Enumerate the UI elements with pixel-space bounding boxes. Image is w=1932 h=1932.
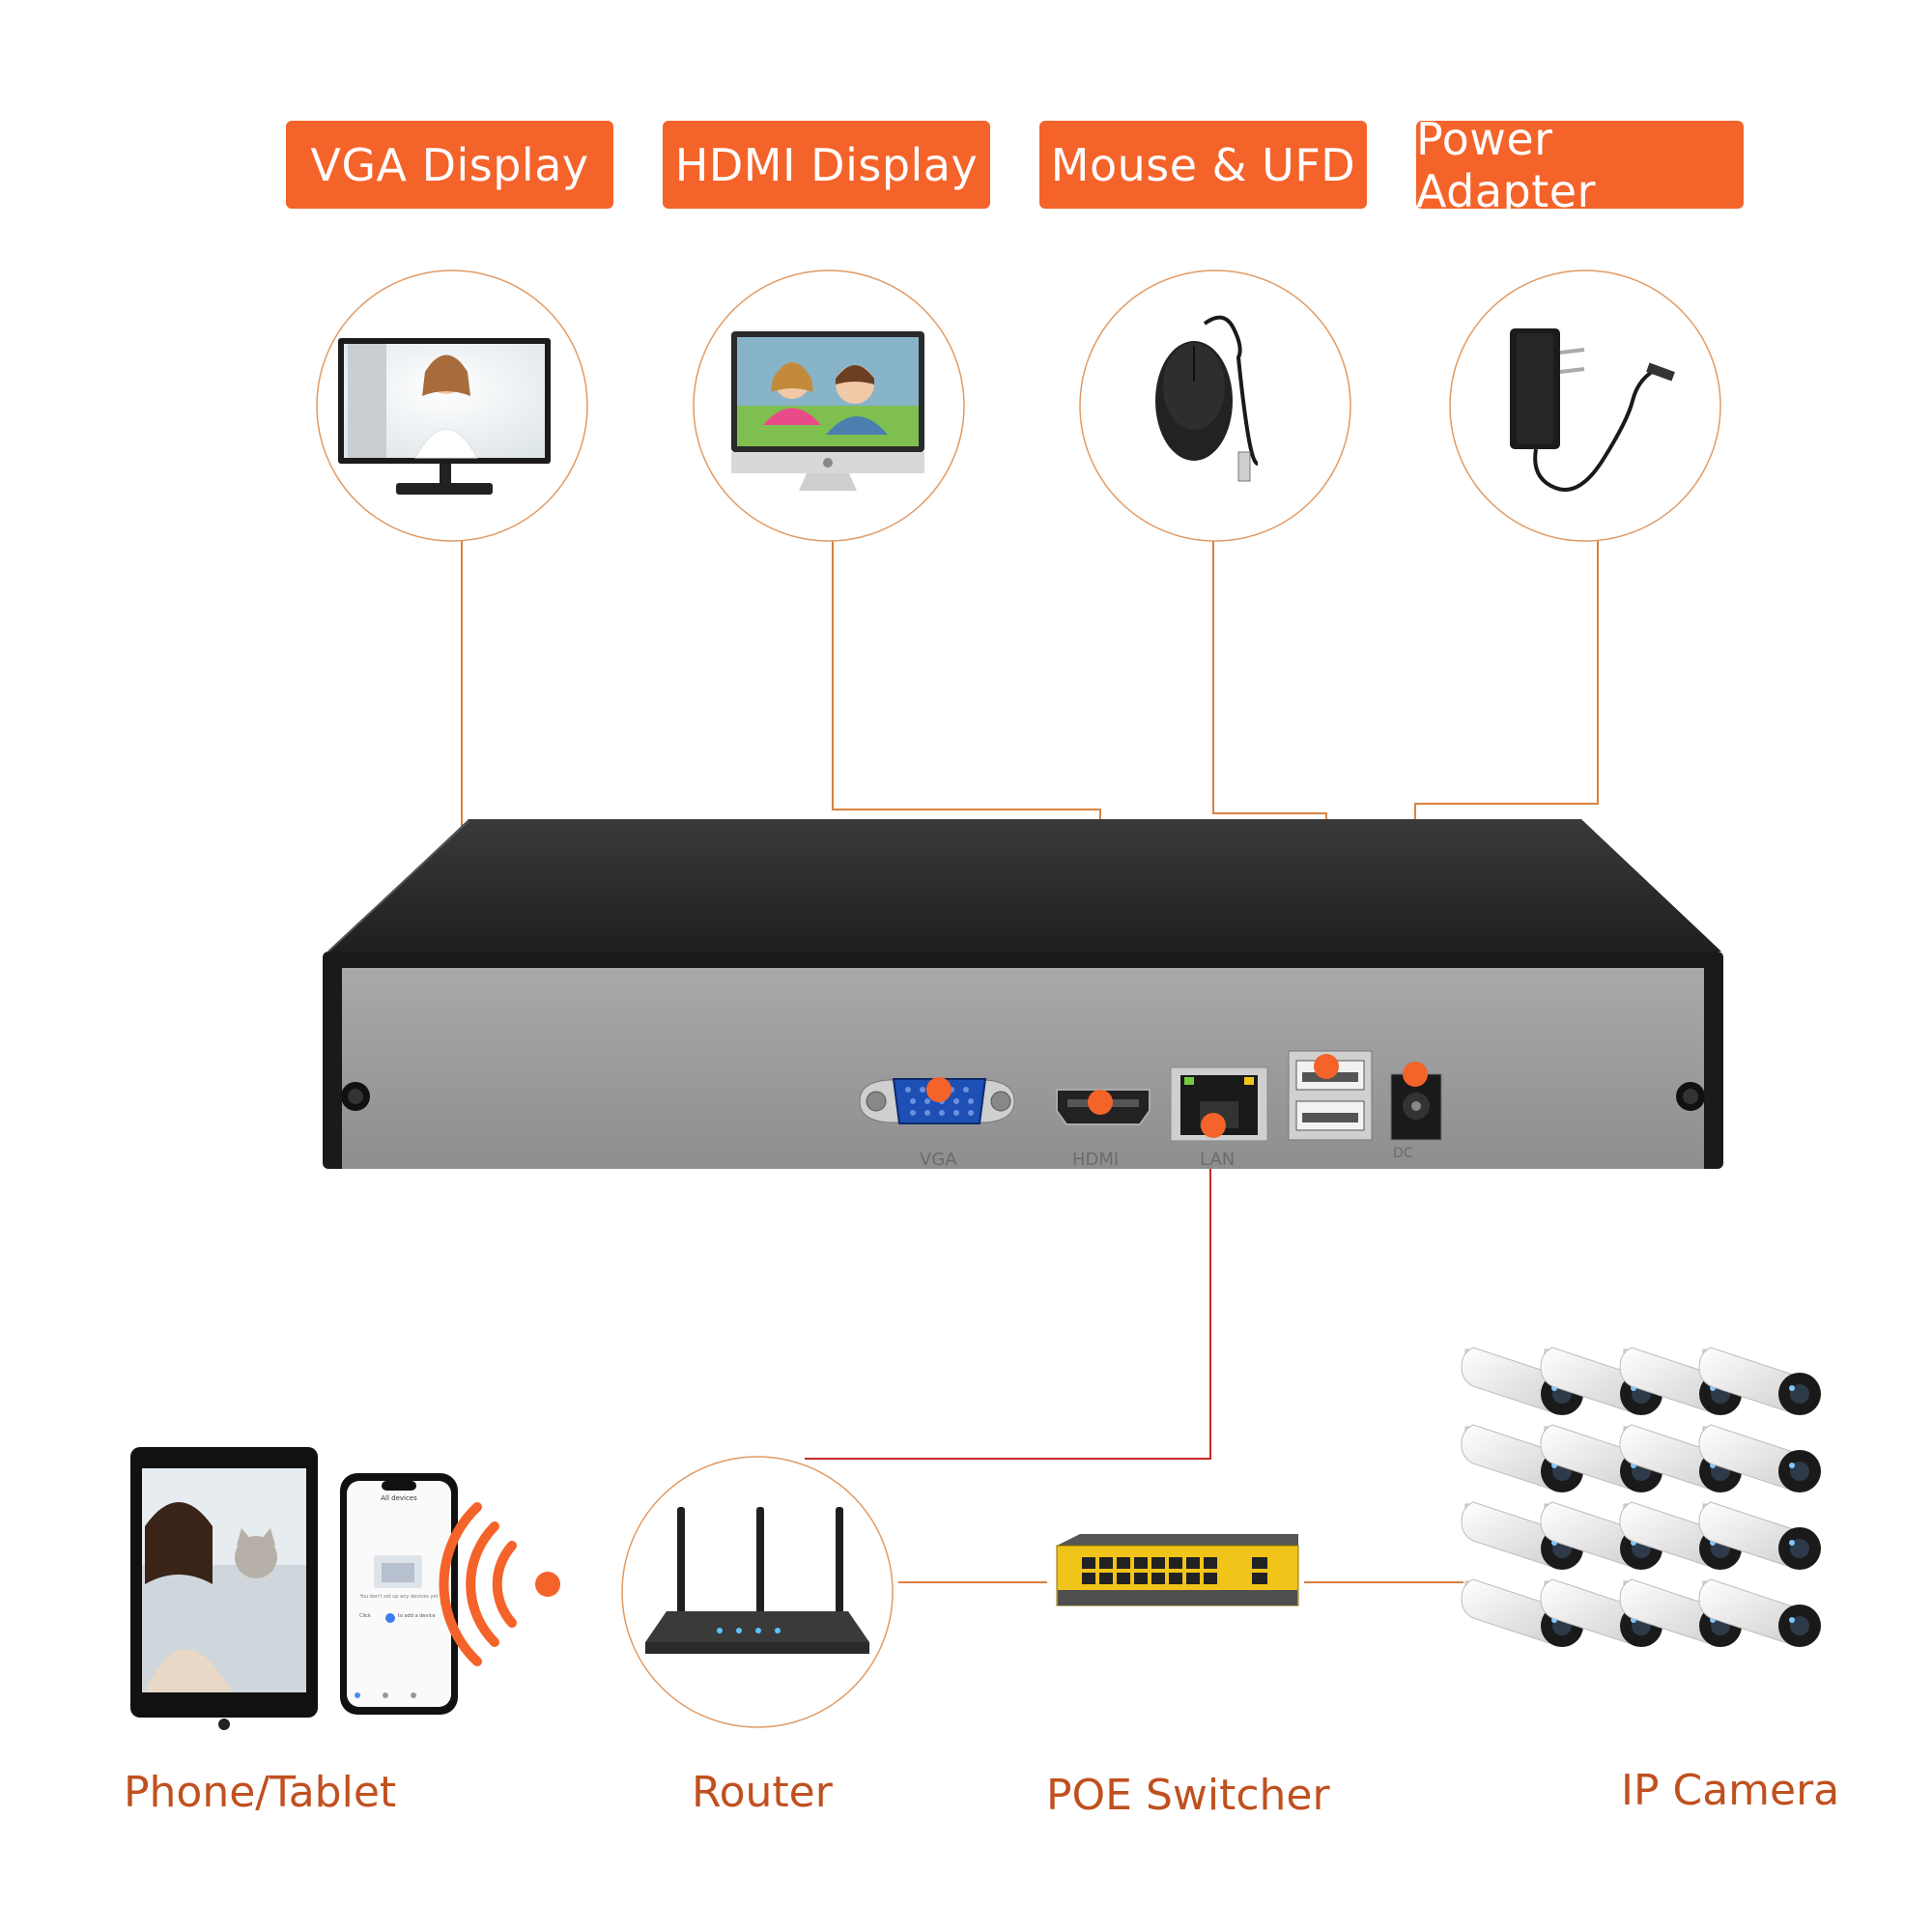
ip-camera-unit	[1698, 1424, 1821, 1492]
phone-tablet-label: Phone/Tablet	[124, 1768, 397, 1817]
poe-switcher-label: POE Switcher	[1046, 1771, 1330, 1820]
ip-camera-unit	[1698, 1501, 1821, 1570]
phone-screen-title: All devices	[381, 1494, 417, 1502]
tablet-icon	[130, 1447, 318, 1730]
mouse-ufd-label: Mouse & UFD	[1039, 121, 1367, 209]
wifi-signal-icon	[439, 1502, 517, 1666]
dc-port-label: DC	[1393, 1146, 1413, 1161]
phone-screen-cta: Click	[359, 1613, 371, 1619]
hdmi-display-label: HDMI Display	[663, 121, 990, 209]
phone-screen-cta-suffix: to add a device	[398, 1613, 436, 1619]
lan-line	[805, 1121, 1211, 1460]
wifi-dot	[535, 1572, 560, 1597]
phone-screen-message: You don't set up any devices yet	[359, 1594, 439, 1600]
adapter-circle	[1449, 270, 1721, 542]
hdmi-monitor-icon	[731, 331, 924, 491]
power-adapter-icon	[1510, 328, 1675, 492]
ip-camera-label: IP Camera	[1621, 1766, 1840, 1815]
hdmi-port-label: HDMI	[1072, 1150, 1120, 1170]
vga-port-label: VGA	[920, 1150, 957, 1170]
router-label: Router	[692, 1768, 833, 1817]
router-icon	[645, 1507, 869, 1654]
lan-port-label: LAN	[1200, 1150, 1236, 1170]
nvr-device	[323, 819, 1723, 1169]
vga-port	[859, 1078, 1015, 1124]
vga-display-label: VGA Display	[286, 121, 613, 209]
ip-camera-icon	[1461, 1347, 1821, 1647]
power-adapter-label: Power Adapter	[1416, 113, 1744, 217]
ip-camera-unit	[1698, 1578, 1821, 1647]
vga-monitor-icon	[338, 338, 551, 495]
ip-camera-unit	[1698, 1347, 1821, 1415]
usb-mouse-icon	[1155, 315, 1259, 482]
phone-icon	[340, 1473, 458, 1715]
poe-switch-icon	[1056, 1534, 1299, 1606]
